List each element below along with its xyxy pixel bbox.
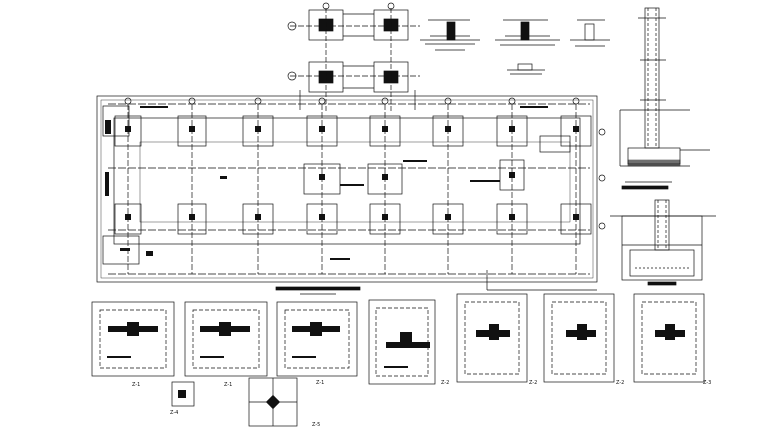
plan-columns: [105, 106, 579, 260]
detail-label-f6: Z-2: [616, 380, 624, 386]
footing-detail-fills: [107, 322, 685, 410]
footing-section-detail: [610, 199, 716, 286]
footing-details: [91, 293, 705, 427]
main-foundation-plan: [96, 95, 598, 283]
detail-label-f4: Z-2: [441, 380, 449, 386]
detail-label-f3: Z-1: [316, 380, 324, 386]
detail-label-f7: Z-3: [703, 380, 711, 386]
grid-axis-bubbles: [124, 97, 606, 230]
top-column-detail: [287, 2, 420, 112]
detail-label-f5: Z-2: [529, 380, 537, 386]
plan-side-blocks: [102, 105, 597, 295]
detail-label-f1: Z-1: [132, 382, 140, 388]
detail-label-f2: Z-1: [224, 382, 232, 388]
detail-label-f9: Z-5: [312, 422, 320, 428]
top-section-details: [420, 19, 610, 75]
detail-label-f8: Z-4: [170, 410, 178, 416]
drawing-lines: [91, 2, 716, 427]
detail-labels: Z-1 Z-1 Z-1 Z-2 Z-2 Z-2 Z-3 Z-4 Z-5: [132, 380, 711, 428]
column-section-detail: [619, 7, 710, 190]
